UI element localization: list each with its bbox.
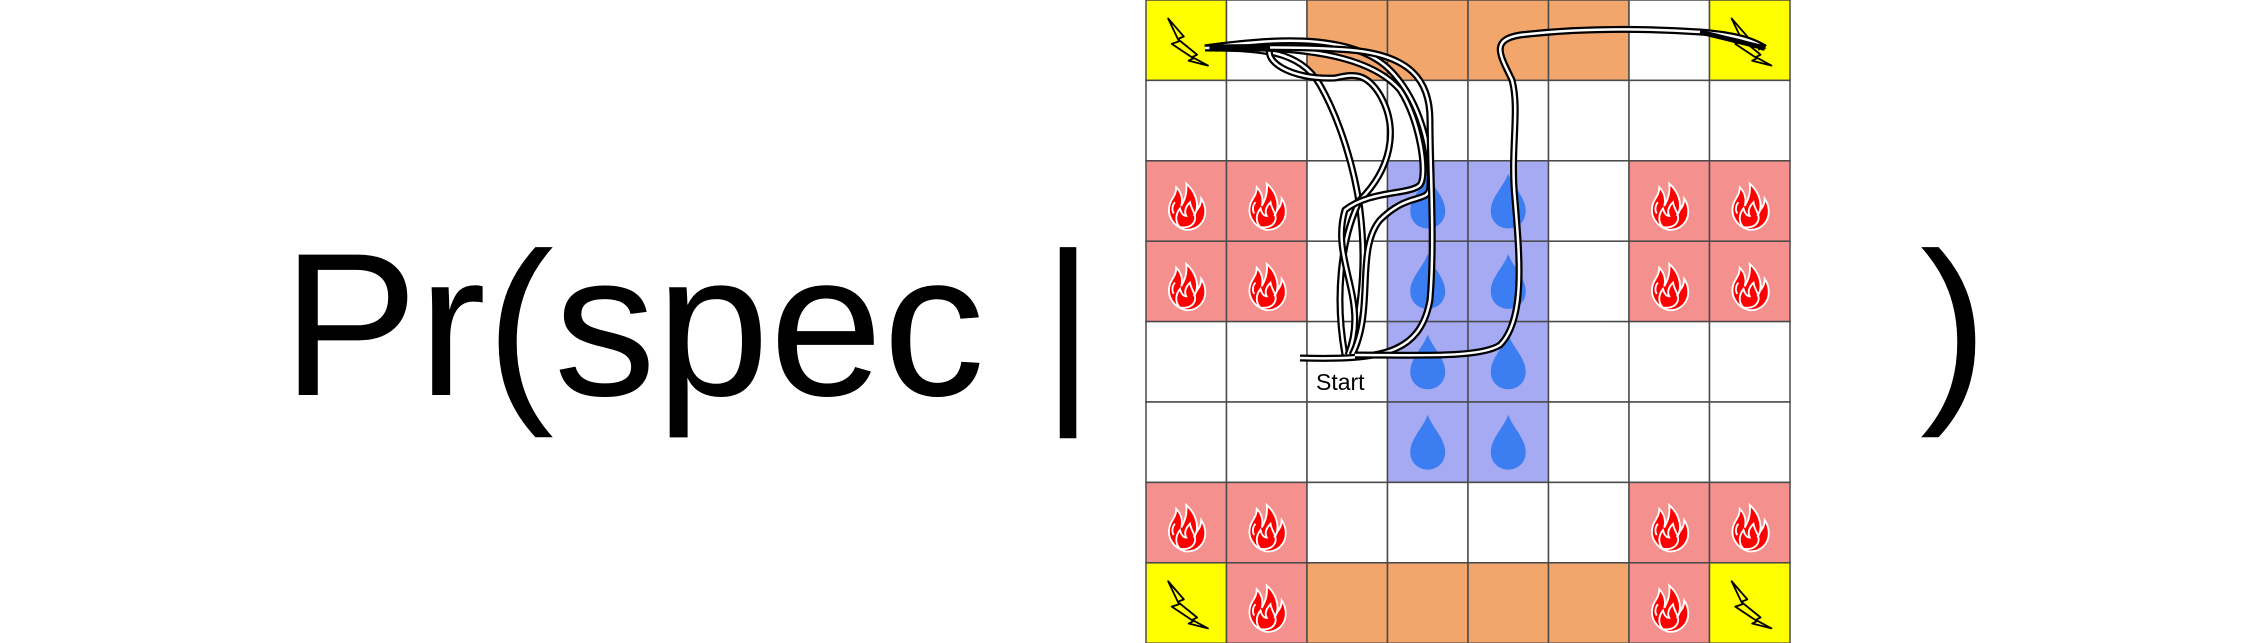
equation-prefix: Pr(spec | [282,211,1095,439]
grid-cell-lightning [1145,562,1228,643]
start-label: Start [1316,369,1365,395]
grid-cell-empty [1628,79,1711,162]
grid-cell-empty [1547,79,1630,162]
trajectory-path [1204,46,1425,356]
grid-cell-empty [1145,79,1228,162]
grid-cell-empty [1225,79,1308,162]
grid-cell-empty [1628,320,1711,403]
equation-suffix: ) [1920,211,1988,439]
grid-cell-empty [1306,481,1389,564]
grid-cell-empty [1467,481,1550,564]
grid-cell-empty [1547,481,1630,564]
grid-cell-orange [1386,0,1469,82]
trajectory-paths [1204,25,1767,362]
grid-cell-empty [1547,160,1630,242]
grid-cell-orange [1547,562,1630,643]
grid-cell-empty [1628,0,1711,82]
grid-cell-orange [1306,562,1389,643]
grid-cell-lightning [1145,0,1228,82]
grid-cell-empty [1547,401,1630,484]
grid-cell-lightning [1708,562,1791,643]
grid-cell-empty [1306,401,1389,484]
trajectory-path [1354,28,1766,357]
arrow-right-icon [1699,29,1767,51]
grid-cell-empty [1467,79,1550,162]
grid-cell-empty [1145,401,1228,484]
gridworld-map [1145,0,1791,643]
grid-cell-empty [1708,79,1791,162]
grid-cell-empty [1708,401,1791,484]
grid-cell-empty [1225,320,1308,403]
arrow-left-icon [1208,43,1271,52]
grid-cell-empty [1225,401,1308,484]
grid-cell-empty [1145,320,1228,403]
grid-cell-empty [1386,481,1469,564]
grid-cell-empty [1547,320,1630,403]
grid-cell-orange [1547,0,1630,82]
trajectory-path [1204,46,1434,360]
grid-cell-empty [1708,320,1791,403]
grid-cell-orange [1386,562,1469,643]
grid-cell-orange [1467,562,1550,643]
grid-cell-empty [1628,401,1711,484]
grid-cell-empty [1547,240,1630,323]
